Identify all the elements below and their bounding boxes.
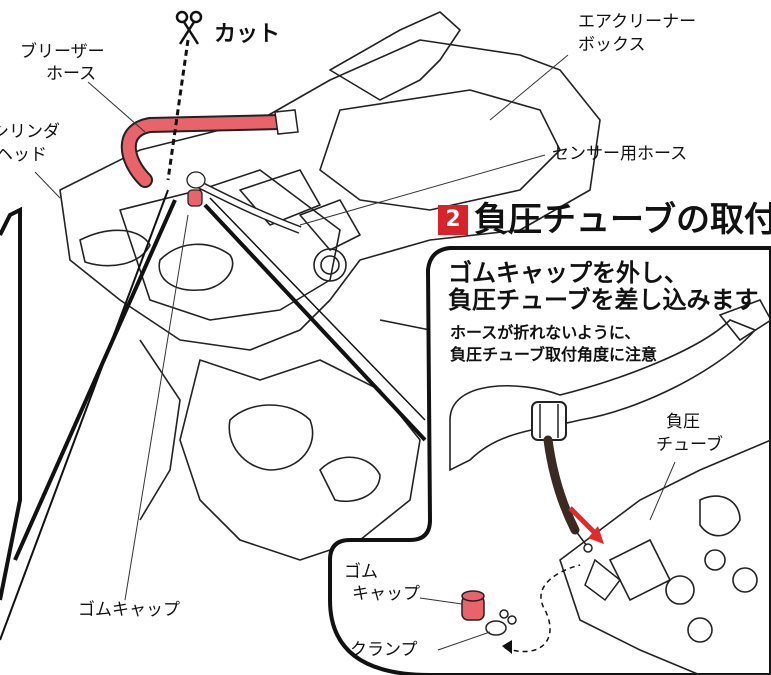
step-heading-line2: 負圧チューブを差し込みます [448, 286, 759, 314]
rubber-cap-small [187, 189, 203, 207]
cut-label: カット [214, 22, 281, 47]
label-rubber-cap: ゴムキャップ [78, 600, 180, 620]
step-title: 負圧チューブの取付 [474, 200, 771, 240]
label-sensor-hose: センサー用ホース [552, 144, 688, 164]
engine-outline [59, 11, 601, 561]
step-note-line2: 負圧チューブ取付角度に注意 [450, 345, 658, 364]
rubber-cap-detail [461, 590, 485, 621]
step-note-line1: ホースが折れないように、 [450, 323, 641, 342]
insert-arrow-icon [568, 506, 604, 544]
move-path [504, 564, 581, 653]
step-number-badge: 2 [438, 205, 468, 235]
scissors-icon [175, 10, 203, 45]
vacuum-tube [543, 435, 580, 535]
step-heading-line1: ゴムキャップを外し、 [448, 259, 688, 287]
cut-line [166, 39, 190, 181]
label-cylinder-head-line1: シリンダ [0, 122, 60, 142]
label-rubber-cap-detail-line2: キャップ [352, 584, 420, 604]
label-clamp: クランプ [350, 640, 418, 660]
label-rubber-cap-detail-line1: ゴム [344, 562, 378, 582]
label-air-cleaner-line1: エアクリーナー [578, 12, 697, 32]
label-breather-hose-line1: ブリーザー [20, 42, 105, 62]
label-breather-hose-line2: ホース [46, 64, 97, 84]
clamp-detail [485, 609, 517, 636]
label-air-cleaner-line2: ボックス [578, 35, 646, 55]
hose-clamp [531, 401, 567, 441]
label-vacuum-tube-line2: チューブ [656, 435, 723, 455]
label-cylinder-head-line2: ヘッド [0, 145, 47, 165]
leader-lines [34, 54, 676, 651]
label-vacuum-tube-line1: 負圧 [666, 412, 700, 432]
left-panel [0, 206, 22, 601]
